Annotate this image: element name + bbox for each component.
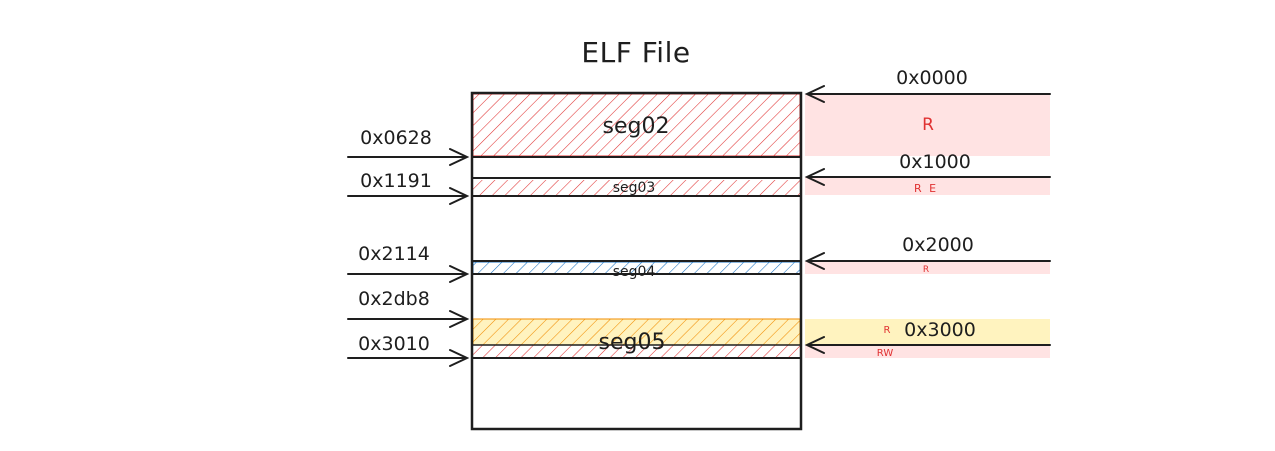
offset-label-2db8: 0x2db8 (358, 288, 430, 310)
page-perm-3000: R (884, 325, 891, 336)
arrow-page-1000 (804, 168, 1051, 186)
arrow-3010 (347, 349, 470, 367)
memory-page-arrows (804, 85, 1051, 354)
page-3000-background (805, 319, 1050, 345)
segment-seg02-area (473, 94, 800, 156)
offset-label-3010: 0x3010 (358, 333, 430, 355)
page-0000-background (805, 94, 1050, 156)
arrow-page-2000 (804, 252, 1051, 270)
page-perm-2000: R (923, 265, 929, 275)
page-2000-background (805, 261, 1050, 274)
segment-seg05-upper-area (473, 319, 800, 345)
diagram-title: ELF File (581, 36, 690, 69)
page-addr-0000: 0x0000 (896, 67, 968, 89)
arrow-2db8 (347, 310, 470, 328)
page-perm-1000: R E (914, 182, 938, 195)
segment-seg05-lower-area (473, 345, 800, 358)
arrow-0628 (347, 148, 470, 166)
page-addr-3000: 0x3000 (904, 319, 976, 341)
offset-label-0628: 0x0628 (360, 127, 432, 149)
arrow-2114 (347, 265, 470, 283)
segment-seg03-area (473, 180, 800, 195)
segment-seg03-label: seg03 (613, 180, 656, 196)
segment-seg02-label: seg02 (603, 114, 670, 139)
segment-seg05-label: seg05 (599, 330, 666, 355)
page-1000-background (805, 177, 1050, 195)
page-addr-2000: 0x2000 (902, 234, 974, 256)
arrow-1191 (347, 187, 470, 205)
offset-label-2114: 0x2114 (358, 243, 430, 265)
segment-seg04-area (473, 262, 800, 274)
offset-label-1191: 0x1191 (360, 170, 432, 192)
page-addr-1000: 0x1000 (899, 151, 971, 173)
arrow-page-0000 (804, 85, 1051, 103)
page-3000-rw-background (805, 345, 1050, 358)
segment-seg04-label: seg04 (613, 264, 656, 280)
arrow-page-3000 (804, 336, 1051, 354)
page-perm-rw: RW (877, 348, 894, 359)
page-perm-0000: R (922, 115, 934, 135)
file-offset-arrows (347, 148, 470, 367)
